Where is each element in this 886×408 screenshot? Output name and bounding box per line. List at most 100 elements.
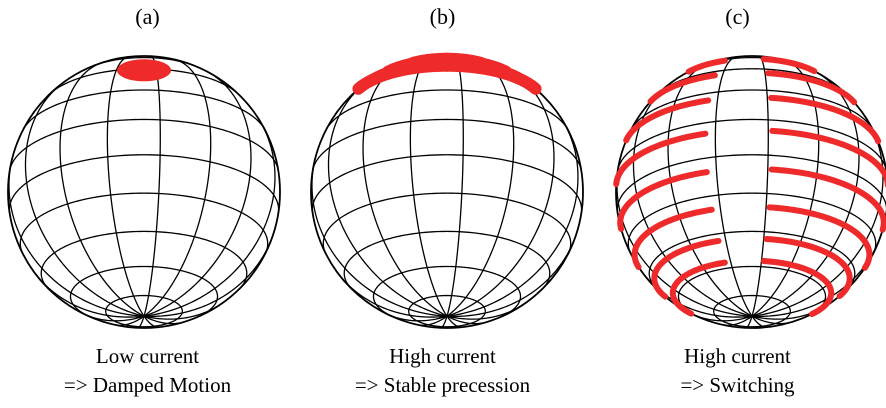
latitude-line (143, 154, 280, 214)
trajectory-ring (669, 259, 728, 317)
latitude-line (446, 230, 551, 291)
longitude-line (638, 266, 753, 318)
caption-c: High current => Switching (590, 342, 885, 400)
trajectory-ring (441, 59, 542, 95)
longitude-line (362, 61, 448, 317)
panel-label-a: (a) (135, 4, 160, 29)
trajectory-ring (760, 56, 818, 75)
longitude-line (24, 79, 145, 317)
latitude-line (446, 265, 522, 319)
longitude-line (327, 79, 448, 317)
longitude-line (446, 227, 579, 318)
longitude-line (751, 55, 769, 317)
trajectory-ring (651, 237, 722, 300)
panel-c: (c) High current => Switching (590, 0, 886, 408)
latitude-line (751, 154, 886, 214)
latitude-line (143, 89, 266, 131)
latitude-line (446, 154, 583, 214)
panel-a: (a) Low current => Damped Motion (0, 0, 295, 408)
caption-c-line2: => Switching (680, 373, 795, 397)
longitude-line (30, 266, 145, 318)
longitude-line (137, 315, 145, 329)
latitude-line (143, 265, 219, 319)
latitude-line (648, 230, 753, 291)
trajectory-ring (352, 59, 453, 95)
longitude-line (143, 315, 160, 328)
longitude-line (143, 227, 276, 318)
latitude-line (630, 89, 753, 131)
latitude-line (616, 154, 753, 214)
longitude-line (714, 56, 753, 317)
latitude-line (372, 265, 448, 319)
longitude-line (78, 310, 145, 322)
panel-b: (b) High current => Stable precession (295, 0, 590, 408)
latitude-line (446, 118, 582, 171)
sphere-stable-precession (310, 52, 584, 329)
longitude-line (446, 300, 529, 320)
magnetization-trajectory (116, 59, 172, 82)
trajectory-ring (623, 97, 712, 144)
trajectory-ring (768, 166, 886, 233)
longitude-line (143, 58, 212, 317)
trajectory-cap (116, 59, 172, 82)
sphere-wireframe (310, 55, 584, 329)
caption-b: High current => Stable precession (295, 342, 590, 400)
latitude-line (446, 89, 569, 131)
longitude-line (751, 227, 884, 318)
longitude-line (446, 55, 464, 317)
latitude-line (446, 192, 572, 255)
sphere-outline (7, 55, 281, 329)
longitude-line (686, 310, 753, 322)
trajectory-ring (760, 258, 835, 318)
latitude-line (751, 192, 877, 255)
longitude-line (311, 150, 448, 317)
latitude-line (143, 192, 269, 255)
latitude-line (22, 89, 145, 131)
longitude-line (143, 69, 252, 317)
latitude-line (751, 230, 856, 291)
latitude-line (312, 118, 448, 171)
caption-a-line2: => Damped Motion (63, 373, 232, 397)
longitude-line (721, 315, 753, 326)
longitude-line (143, 315, 187, 325)
latitude-line (8, 154, 145, 214)
caption-a: Low current => Damped Motion (0, 342, 295, 400)
sphere-wireframe (7, 55, 281, 329)
longitude-line (106, 56, 145, 317)
latitude-line (9, 118, 145, 171)
caption-a-line1: Low current (95, 344, 200, 368)
longitude-line (616, 150, 753, 317)
longitude-line (751, 315, 768, 328)
sphere-outline (615, 55, 886, 329)
latitude-line (143, 56, 199, 69)
longitude-line (751, 111, 884, 317)
longitude-line (333, 266, 448, 318)
latitude-line (322, 192, 448, 255)
latitude-line (325, 89, 448, 131)
longitude-line (113, 315, 145, 326)
latitude-line (69, 265, 145, 319)
magnetization-trajectory (352, 52, 542, 95)
longitude-line (440, 315, 448, 329)
trajectory-ring (685, 57, 728, 75)
latitude-line (19, 192, 145, 255)
trajectory-ring (647, 72, 718, 105)
latitude-line (143, 118, 279, 171)
panel-label-b: (b) (429, 4, 456, 29)
longitude-line (143, 300, 226, 320)
trajectory-ring (631, 206, 715, 271)
trajectory-ring (769, 127, 886, 188)
caption-b-line2: => Stable precession (354, 373, 531, 397)
trajectory-ring (768, 94, 882, 145)
longitude-line (446, 111, 579, 317)
longitude-line (446, 69, 555, 317)
longitude-line (446, 315, 490, 325)
trajectory-ring (617, 169, 710, 232)
longitude-line (745, 315, 753, 329)
longitude-line (446, 315, 463, 328)
latitude-line (627, 192, 753, 255)
caption-b-line1: High current (389, 344, 496, 368)
trajectory-ring (765, 70, 858, 106)
trajectory-ring (613, 130, 709, 188)
longitude-line (416, 315, 448, 326)
